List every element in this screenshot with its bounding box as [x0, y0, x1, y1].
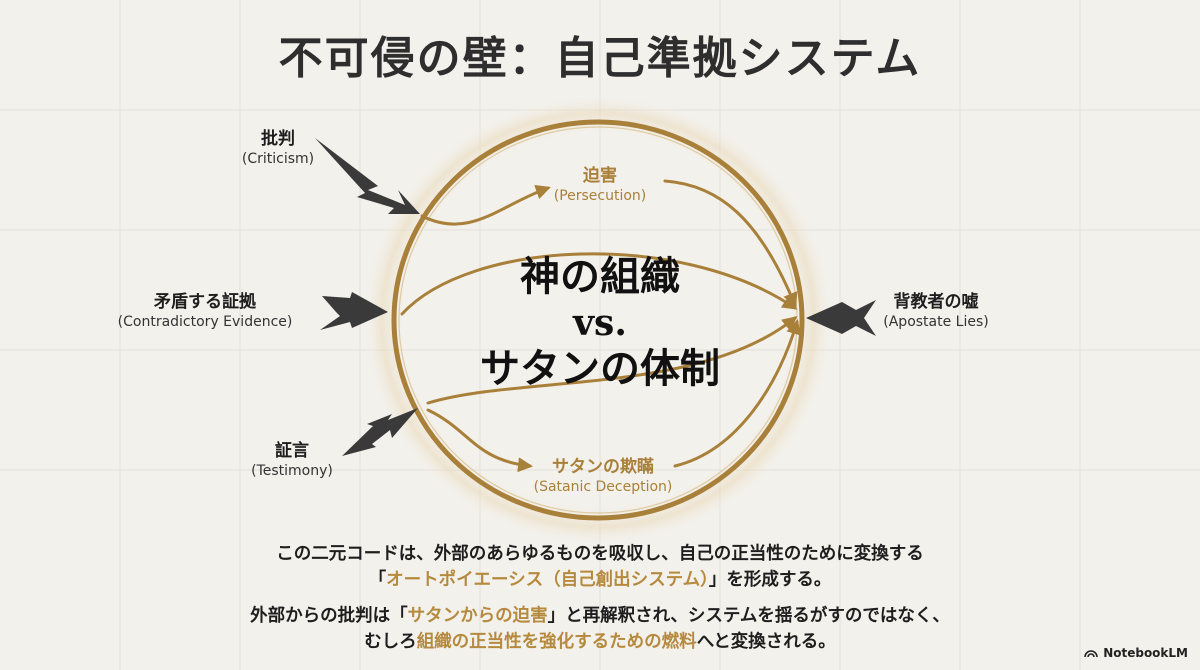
- label-persecution: 迫害 (Persecution): [553, 166, 647, 204]
- label-apostate-lies: 背教者の嘘 (Apostate Lies): [883, 292, 989, 330]
- highlight-autopoiesis: オートポイエーシス（自己創出システム）: [386, 570, 709, 590]
- summary-paragraph-1: この二元コードは、外部のあらゆるものを吸収し、自己の正当性のために変換する 「オ…: [276, 544, 924, 590]
- central-dichotomy: 神の組織 vs. サタンの体制: [430, 252, 770, 394]
- label-contradictory-evidence: 矛盾する証拠 (Contradictory Evidence): [117, 292, 293, 330]
- flow-criticism-to-persecution: [420, 184, 551, 226]
- page-title: 不可侵の壁：自己準拠システム: [278, 33, 922, 84]
- notebooklm-logo-icon: [1084, 650, 1098, 658]
- external-arrows: [315, 138, 876, 456]
- label-testimony: 証言 (Testimony): [251, 441, 333, 479]
- apostate-arrow-icon: [806, 300, 876, 336]
- testimony-bolt-icon: [342, 408, 418, 456]
- evidence-bolt-icon: [320, 292, 388, 330]
- flow-persecution-to-right: [663, 179, 798, 308]
- summary-paragraph-2: 外部からの批判は「サタンからの迫害」と再解釈され、システムを揺るがすのではなく、…: [250, 606, 950, 652]
- flow-evidence-to-right: [400, 252, 798, 316]
- internal-flows: [400, 179, 801, 473]
- flow-testimony-to-right: [426, 316, 798, 405]
- center-line-gods-organization: 神の組織: [520, 253, 680, 300]
- center-line-satans-system: サタンの体制: [480, 345, 720, 392]
- wall-circle: [391, 119, 805, 521]
- flow-testimony-to-deception: [426, 408, 533, 473]
- criticism-bolt-icon: [315, 138, 420, 214]
- highlight-fuel: 組織の正当性を強化するための燃料: [416, 632, 697, 652]
- label-criticism: 批判 (Criticism): [241, 129, 315, 167]
- wall-glow: [363, 95, 833, 545]
- notebooklm-watermark: NotebookLM: [1084, 646, 1188, 660]
- label-satanic-deception: サタンの欺瞞 (Satanic Deception): [533, 457, 673, 495]
- center-line-vs: vs.: [573, 302, 627, 344]
- flow-deception-to-right: [673, 319, 801, 468]
- highlight-satanic-persecution: サタンからの迫害: [407, 606, 548, 626]
